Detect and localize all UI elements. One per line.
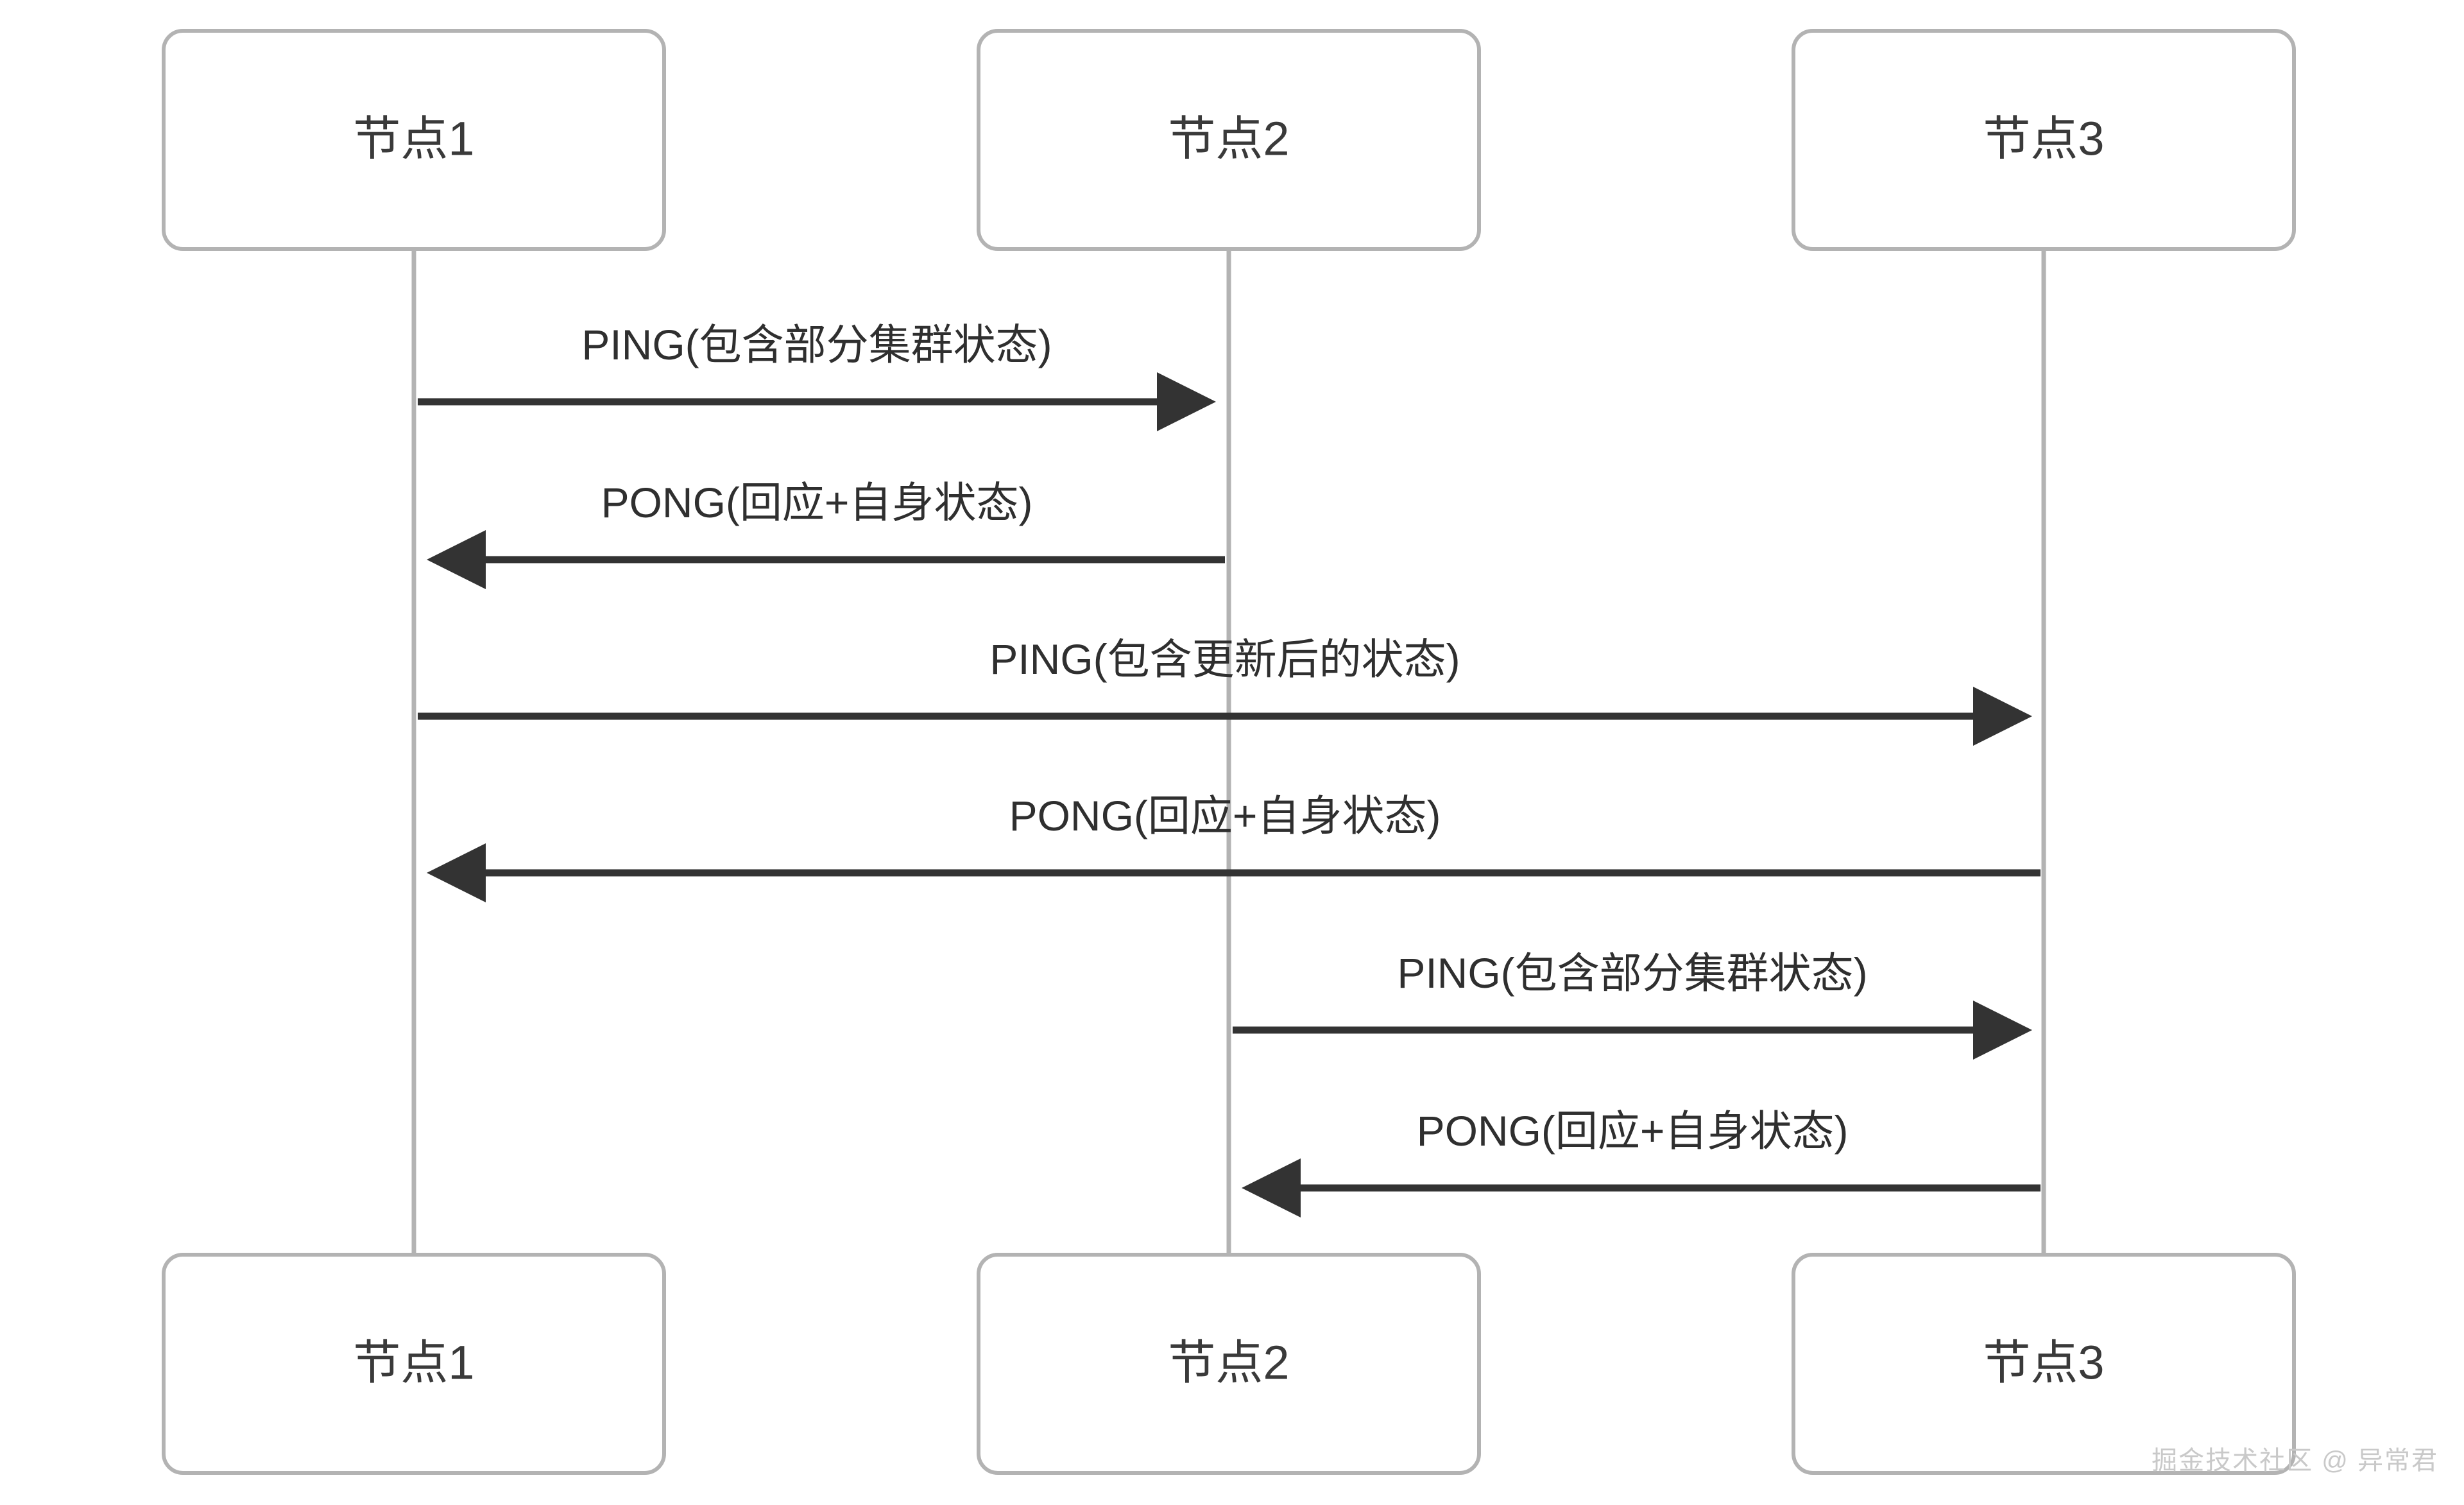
message-3[interactable]: PING(包含更新后的状态) <box>418 635 2032 746</box>
participant-box-node1-top[interactable] <box>162 29 666 251</box>
message-arrowhead-1 <box>1157 372 1216 431</box>
message-label-1: PING(包含部分集群状态) <box>581 321 1052 368</box>
message-arrowhead-5 <box>1973 1001 2032 1060</box>
lifelines-group <box>411 249 2046 1255</box>
participant-box-node2-top[interactable] <box>977 29 1481 251</box>
watermark-group: 掘金技术社区 @ 异常君 <box>2152 1447 2438 1475</box>
watermark-label: 掘金技术社区 @ 异常君 <box>2152 1447 2438 1475</box>
participant-boxes-group: 节点1 节点1 节点2 节点2 节点3 节点3 <box>162 29 2296 1475</box>
participant-label-node2-top: 节点2 <box>1168 112 1289 166</box>
participant-label-node2-bottom: 节点2 <box>1168 1336 1289 1389</box>
message-label-2: PONG(回应+自身状态) <box>601 479 1033 526</box>
message-arrowhead-4 <box>427 843 486 902</box>
participant-label-node3-top: 节点3 <box>1983 112 2104 166</box>
message-label-5: PING(包含部分集群状态) <box>1397 949 1867 997</box>
message-label-4: PONG(回应+自身状态) <box>1009 792 1441 839</box>
message-5[interactable]: PING(包含部分集群状态) <box>1233 949 2032 1060</box>
participant-label-node3-bottom: 节点3 <box>1983 1336 2104 1389</box>
participant-box-node2-bottom[interactable] <box>977 1253 1481 1475</box>
message-arrowhead-2 <box>427 530 486 589</box>
messages-group: PING(包含部分集群状态) PONG(回应+自身状态) PING(包含更新后的状态… <box>418 321 2041 1217</box>
participant-box-node1-bottom[interactable] <box>162 1253 666 1475</box>
message-arrowhead-3 <box>1973 687 2032 746</box>
message-label-6: PONG(回应+自身状态) <box>1417 1107 1849 1155</box>
participant-label-node1-bottom: 节点1 <box>353 1336 474 1389</box>
message-label-3: PING(包含更新后的状态) <box>989 635 1460 683</box>
message-1[interactable]: PING(包含部分集群状态) <box>418 321 1216 431</box>
message-4[interactable]: PONG(回应+自身状态) <box>427 792 2041 902</box>
participant-box-node3-top[interactable] <box>1792 29 2296 251</box>
message-arrowhead-6 <box>1242 1158 1301 1217</box>
participant-label-node1-top: 节点1 <box>353 112 474 166</box>
message-6[interactable]: PONG(回应+自身状态) <box>1242 1107 2041 1217</box>
participant-box-node3-bottom[interactable] <box>1792 1253 2296 1475</box>
message-2[interactable]: PONG(回应+自身状态) <box>427 479 1225 589</box>
